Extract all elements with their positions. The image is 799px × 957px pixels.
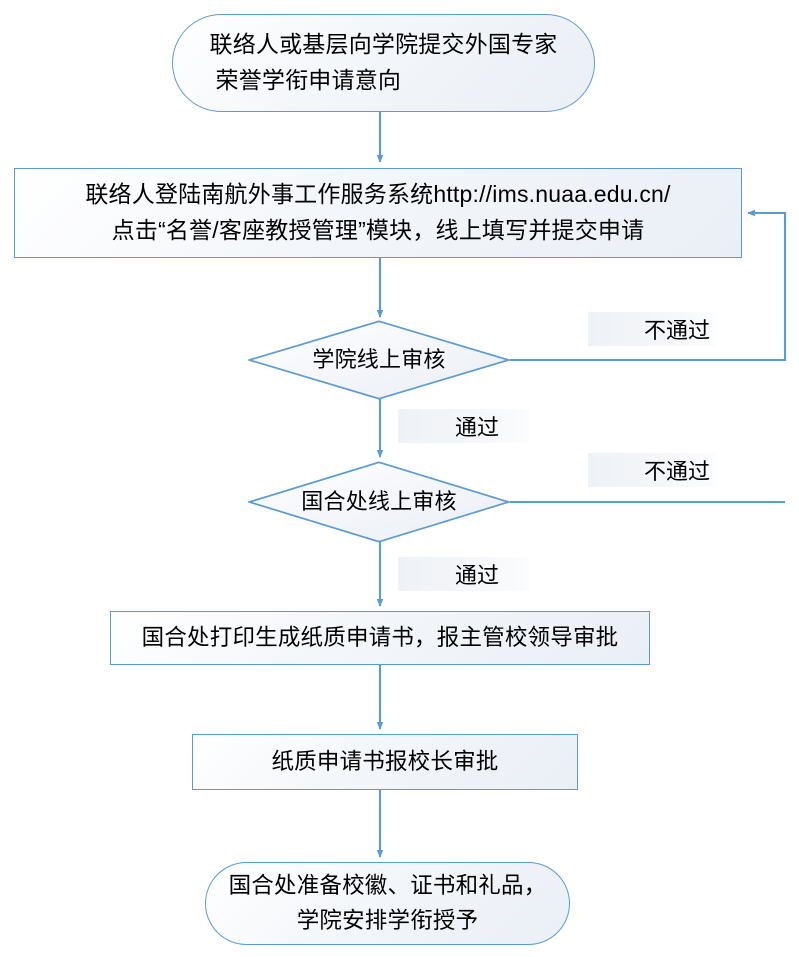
edge-label-office-pass: 通过 [398,557,529,591]
edge-label-office-fail: 不通过 [588,453,716,487]
node-start-line-1: 联络人或基层向学院提交外国专家 [209,31,558,58]
edge-label-office-fail-text: 不通过 [643,459,710,484]
edge-label-college-fail: 不通过 [588,312,716,346]
node-college-review[interactable]: 学院线上审核 [248,320,510,400]
node-award[interactable]: 国合处准备校徽、证书和礼品， 学院安排学衔授予 [205,862,570,945]
node-print-application[interactable]: 国合处打印生成纸质申请书，报主管校领导审批 [110,611,650,665]
node-start[interactable]: 联络人或基层向学院提交外国专家 荣誉学衔申请意向 [172,14,595,112]
node-submit[interactable]: 联络人登陆南航外事工作服务系统http://ims.nuaa.edu.cn/ 点… [14,168,742,258]
edge-label-college-fail-text: 不通过 [643,318,710,343]
node-submit-line-1: 联络人登陆南航外事工作服务系统http://ims.nuaa.edu.cn/ [85,181,671,208]
node-award-text: 国合处准备校徽、证书和礼品， 学院安排学衔授予 [229,869,547,939]
node-award-line-1: 国合处准备校徽、证书和礼品， [228,872,547,898]
node-start-line-2: 荣誉学衔申请意向 [215,67,402,93]
node-president-approval-label: 纸质申请书报校长审批 [271,748,499,774]
node-award-line-2: 学院安排学衔授予 [296,907,479,933]
node-submit-line-2: 点击“名誉/客座教授管理”模块，线上填写并提交申请 [111,217,645,243]
node-college-review-label: 学院线上审核 [312,346,446,372]
node-submit-text: 联络人登陆南航外事工作服务系统http://ims.nuaa.edu.cn/ 点… [85,177,670,248]
node-start-text: 联络人或基层向学院提交外国专家 荣誉学衔申请意向 [210,27,558,98]
node-print-application-label: 国合处打印生成纸质申请书，报主管校领导审批 [141,624,619,650]
edge-label-college-pass: 通过 [398,409,529,443]
diamond-shape-office [248,461,510,543]
node-office-review[interactable]: 国合处线上审核 [248,461,510,543]
node-president-approval[interactable]: 纸质申请书报校长审批 [192,734,578,790]
node-office-review-label: 国合处线上审核 [301,488,457,514]
edge-label-office-pass-text: 通过 [454,563,499,588]
edge-label-college-pass-text: 通过 [454,415,499,440]
